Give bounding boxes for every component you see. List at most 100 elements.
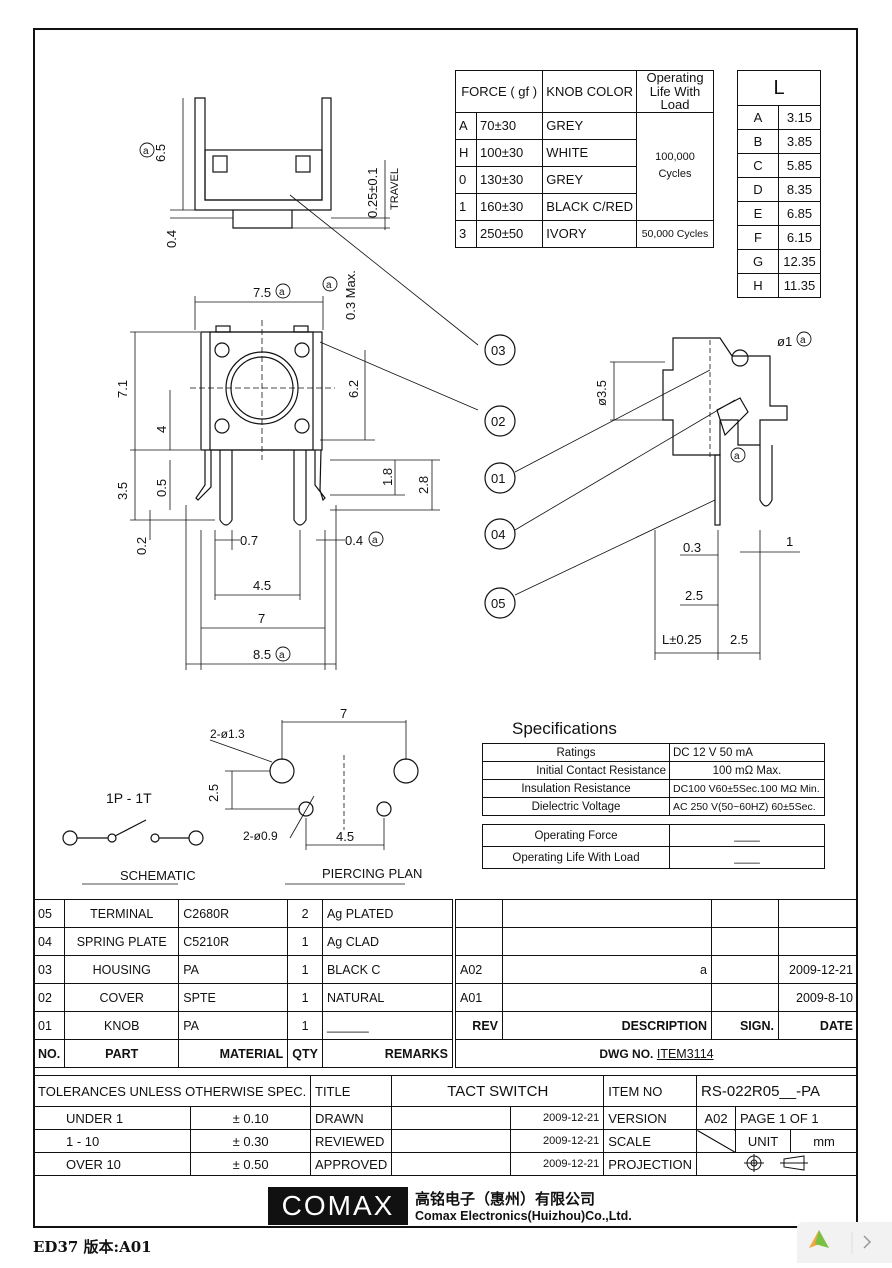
dim-6-2: 6.2 [346, 380, 361, 398]
length-code: C [737, 153, 779, 178]
operating-life-100k: 100,000 Cycles [636, 111, 714, 221]
scale-value [696, 1129, 737, 1153]
drawing-sheet [33, 28, 858, 1228]
length-code: A [737, 105, 779, 130]
length-header: L [737, 70, 821, 106]
schematic-label: SCHEMATIC [120, 868, 196, 883]
bom-qty: 1 [287, 927, 323, 956]
dim-7-1: 7.1 [115, 380, 130, 398]
piercing-dim-2-5: 2.5 [206, 784, 221, 802]
tolerance-range: 1 - 10 [33, 1129, 191, 1153]
length-code: E [737, 201, 779, 226]
bom-no: 02 [32, 983, 66, 1012]
specifications-title: Specifications [512, 719, 617, 738]
bom-remarks: Ag CLAD [321, 927, 454, 956]
version: A02 [696, 1106, 737, 1130]
rev-sign [711, 899, 779, 928]
bom-header-remarks: REMARKS [321, 1039, 454, 1068]
dim-6-5: 6.5 [153, 144, 168, 162]
comax-logo: COMAX [268, 1187, 408, 1225]
revision-mark: a [372, 535, 378, 546]
length-value: 5.85 [778, 153, 821, 178]
rev-header-date: DATE [778, 1011, 858, 1040]
bom-header-part: PART [64, 1039, 180, 1068]
page-number: 1 [778, 1110, 787, 1126]
bom-material: SPTE [178, 983, 289, 1012]
knob-color: BLACK C/RED [542, 192, 637, 221]
title-label: TITLE [309, 1075, 393, 1107]
knob-color-header: KNOB COLOR [542, 70, 637, 113]
bom-remarks: NATURAL [321, 983, 454, 1012]
length-code: D [737, 177, 779, 202]
dim-l-tolerance: L±0.25 [662, 632, 702, 647]
bom-header-material: MATERIAL [178, 1039, 289, 1068]
spec-name: Operating Force [482, 824, 670, 847]
dim-3-5: 3.5 [115, 482, 130, 500]
callout-02: 02 [491, 414, 505, 429]
bom-material: C2680R [178, 899, 289, 928]
revision-mark: a [734, 451, 740, 462]
item-no-label: ITEM NO [603, 1075, 698, 1107]
spec-name: Initial Contact Resistance [482, 761, 670, 780]
dim-phi-3-5: ø3.5 [594, 380, 609, 406]
company-name-en: Comax Electronics(Huizhou)Co.,Ltd. [415, 1209, 632, 1223]
length-value: 6.15 [778, 225, 821, 250]
drawn-label: DRAWN [309, 1106, 393, 1130]
callout-05: 05 [491, 596, 505, 611]
dim-7-5: 7.5 [253, 285, 271, 300]
chevron-right-icon[interactable] [863, 1235, 872, 1249]
unit: mm [790, 1129, 858, 1153]
bom-remarks: BLACK C [321, 955, 454, 984]
dim-0-3-max: 0.3 Max. [343, 270, 358, 320]
length-code: B [737, 129, 779, 154]
bom-qty: 1 [287, 955, 323, 984]
callout-04: 04 [491, 527, 505, 542]
force-value: 160±30 [475, 192, 544, 221]
dim-travel-label: TRAVEL [389, 168, 401, 210]
page-total: 1 [811, 1110, 819, 1126]
callout-01: 01 [491, 471, 505, 486]
drawing-title: TACT SWITCH [391, 1075, 605, 1107]
tolerance-range: UNDER 1 [33, 1106, 191, 1130]
bom-no: 04 [32, 927, 66, 956]
bom-no: 03 [32, 955, 66, 984]
rev-description [502, 899, 712, 928]
spec-value: ____ [669, 824, 825, 847]
force-table: FORCE ( gf ) KNOB COLOR Operating Life W… [454, 70, 714, 248]
tolerance-value: ± 0.50 [189, 1152, 312, 1176]
piercing-plan-label: PIERCING PLAN [322, 866, 422, 881]
dim-4: 4 [154, 426, 169, 433]
dim-4-5: 4.5 [253, 578, 271, 593]
rev-header-sign: SIGN. [711, 1011, 779, 1040]
force-code: 1 [455, 192, 477, 221]
item-no: RS-022R05__-PA [696, 1075, 858, 1107]
rev-date: 2009-8-10 [778, 983, 858, 1012]
bom-remarks: Ag PLATED [321, 899, 454, 928]
length-code: G [737, 249, 779, 274]
force-header: FORCE ( gf ) [454, 70, 544, 113]
schematic-type: 1P - 1T [106, 790, 152, 806]
force-code: 0 [455, 165, 477, 194]
length-value: 12.35 [778, 249, 821, 274]
bom-no: 01 [32, 1011, 66, 1040]
title-block: TITLE TACT SWITCH ITEM NO RS-022R05__-PA… [309, 1075, 858, 1176]
viewer-nav-control[interactable] [797, 1222, 892, 1263]
rev-description [502, 927, 712, 956]
dim-0-4: 0.4 [164, 230, 179, 248]
force-code: 3 [455, 219, 477, 248]
rev-sign [711, 927, 779, 956]
page-label: PAGE [740, 1110, 776, 1126]
length-code: H [737, 273, 779, 298]
dim-0-3: 0.3 [683, 540, 701, 555]
projection-label: PROJECTION [603, 1152, 698, 1176]
rev-header-rev: REV [455, 1011, 503, 1040]
rev-date [778, 927, 858, 956]
operating-life-50k: 50,000 Cycles [636, 219, 714, 248]
length-value: 8.35 [778, 177, 821, 202]
specifications-table-2: Operating Force____ Operating Life With … [482, 824, 825, 869]
scale-label: SCALE [603, 1129, 698, 1153]
